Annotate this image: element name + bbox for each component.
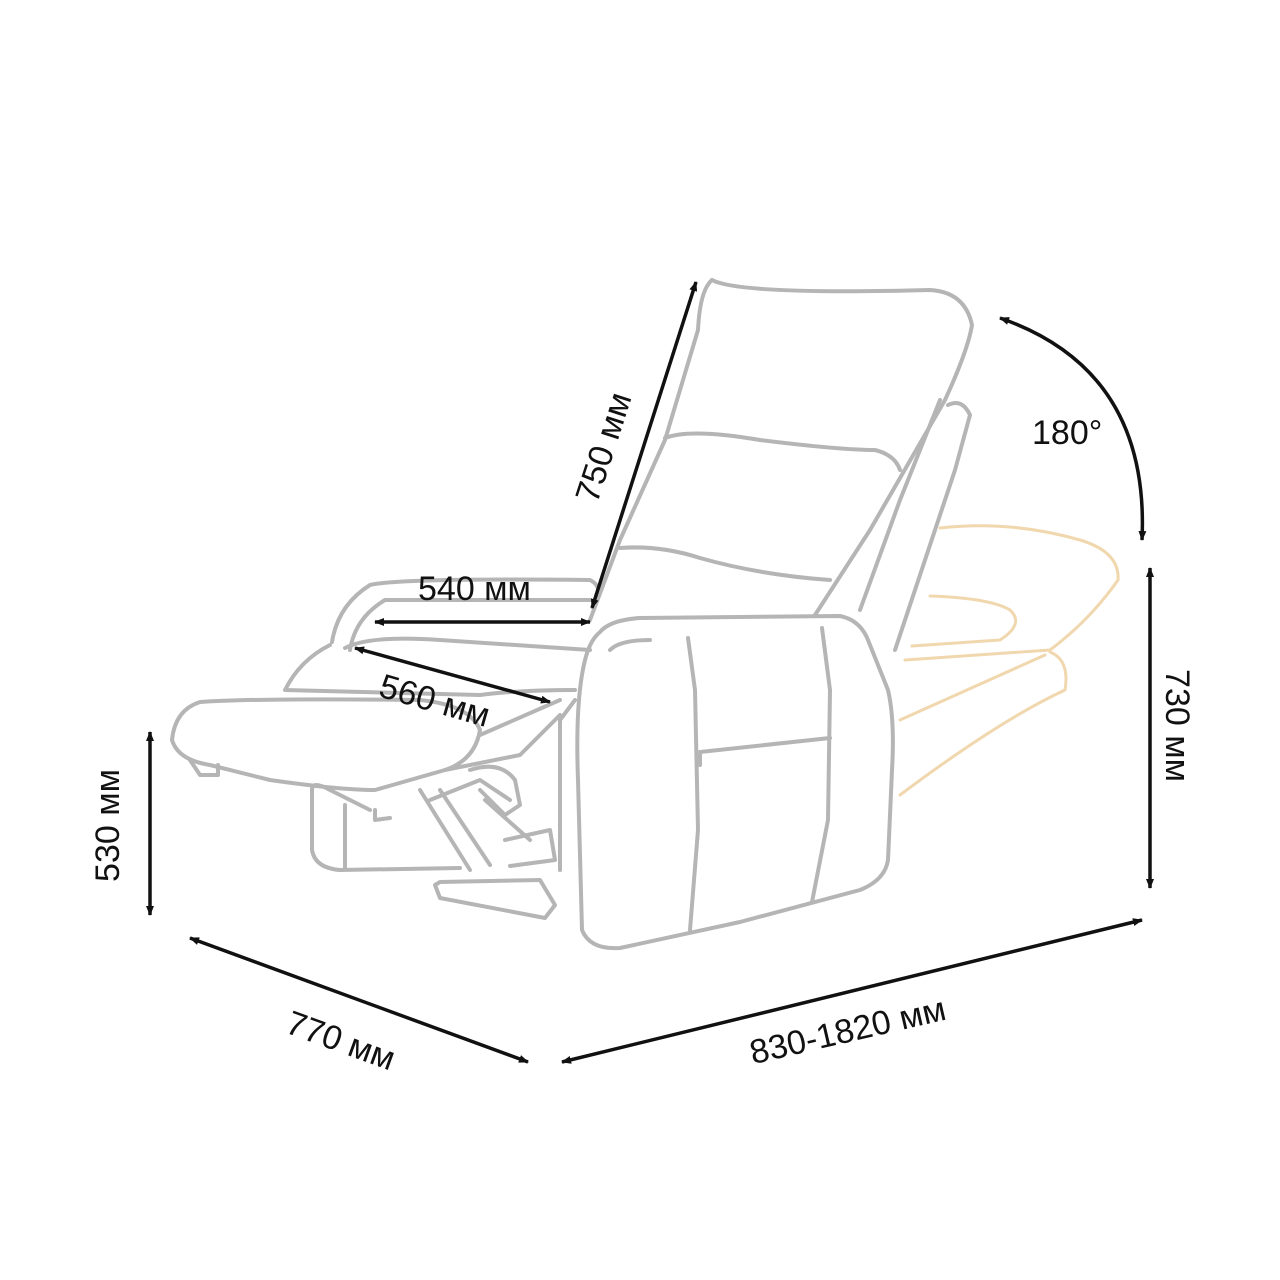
footrest	[170, 697, 562, 792]
arrow-recline-angle	[999, 316, 1147, 541]
arrow-backrest-height	[590, 281, 698, 609]
label-total-height: 730 мм	[1157, 669, 1196, 782]
arrow-seat-depth	[354, 646, 551, 704]
label-seat-width: 540 мм	[418, 570, 531, 608]
arrow-length	[561, 918, 1143, 1064]
lift-mechanism	[310, 764, 557, 920]
label-recline-angle: 180°	[1032, 414, 1103, 452]
reclined-backrest-ghost	[898, 524, 1120, 797]
label-seat-height: 530 мм	[88, 769, 127, 882]
dimension-arrows	[146, 281, 1154, 1064]
right-armrest-panel	[558, 614, 895, 951]
backrest	[588, 278, 974, 652]
arrow-width	[189, 936, 529, 1064]
